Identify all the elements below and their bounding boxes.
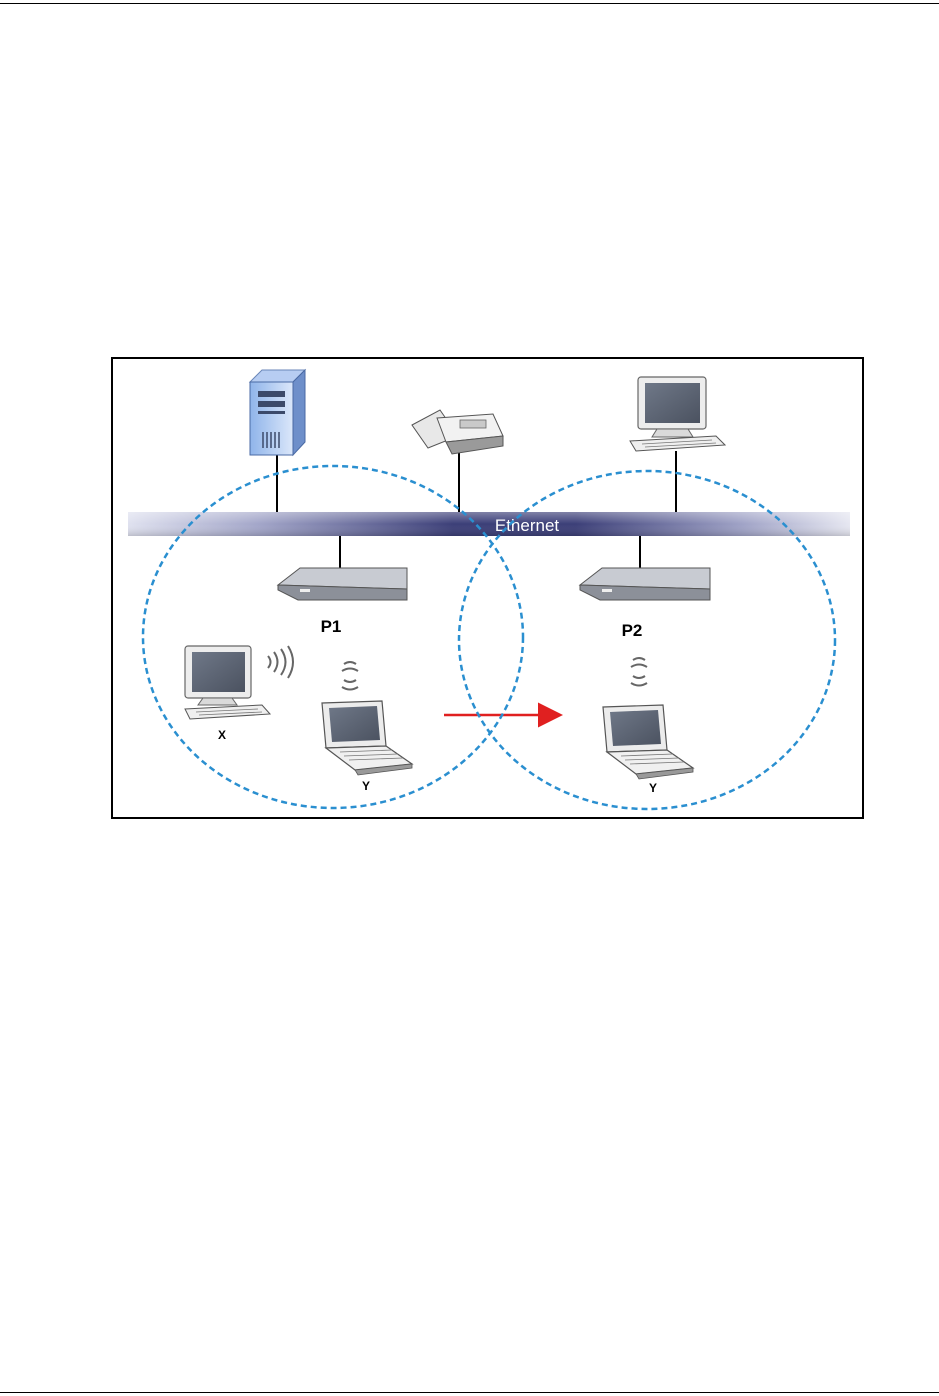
client-y-p1-label: Y [362,779,370,793]
access-point-p1-icon [278,568,407,600]
access-point-p2-label: P2 [622,621,643,640]
ethernet-backbone: Ethernet [128,512,850,536]
server-icon [250,370,305,455]
ethernet-label: Ethernet [495,516,560,535]
client-y-p2-label: Y [649,781,657,795]
footer-rule [0,1392,939,1393]
access-point-p1-label: P1 [321,617,342,636]
access-point-p2-icon [580,568,710,600]
client-x-label: X [218,728,226,742]
